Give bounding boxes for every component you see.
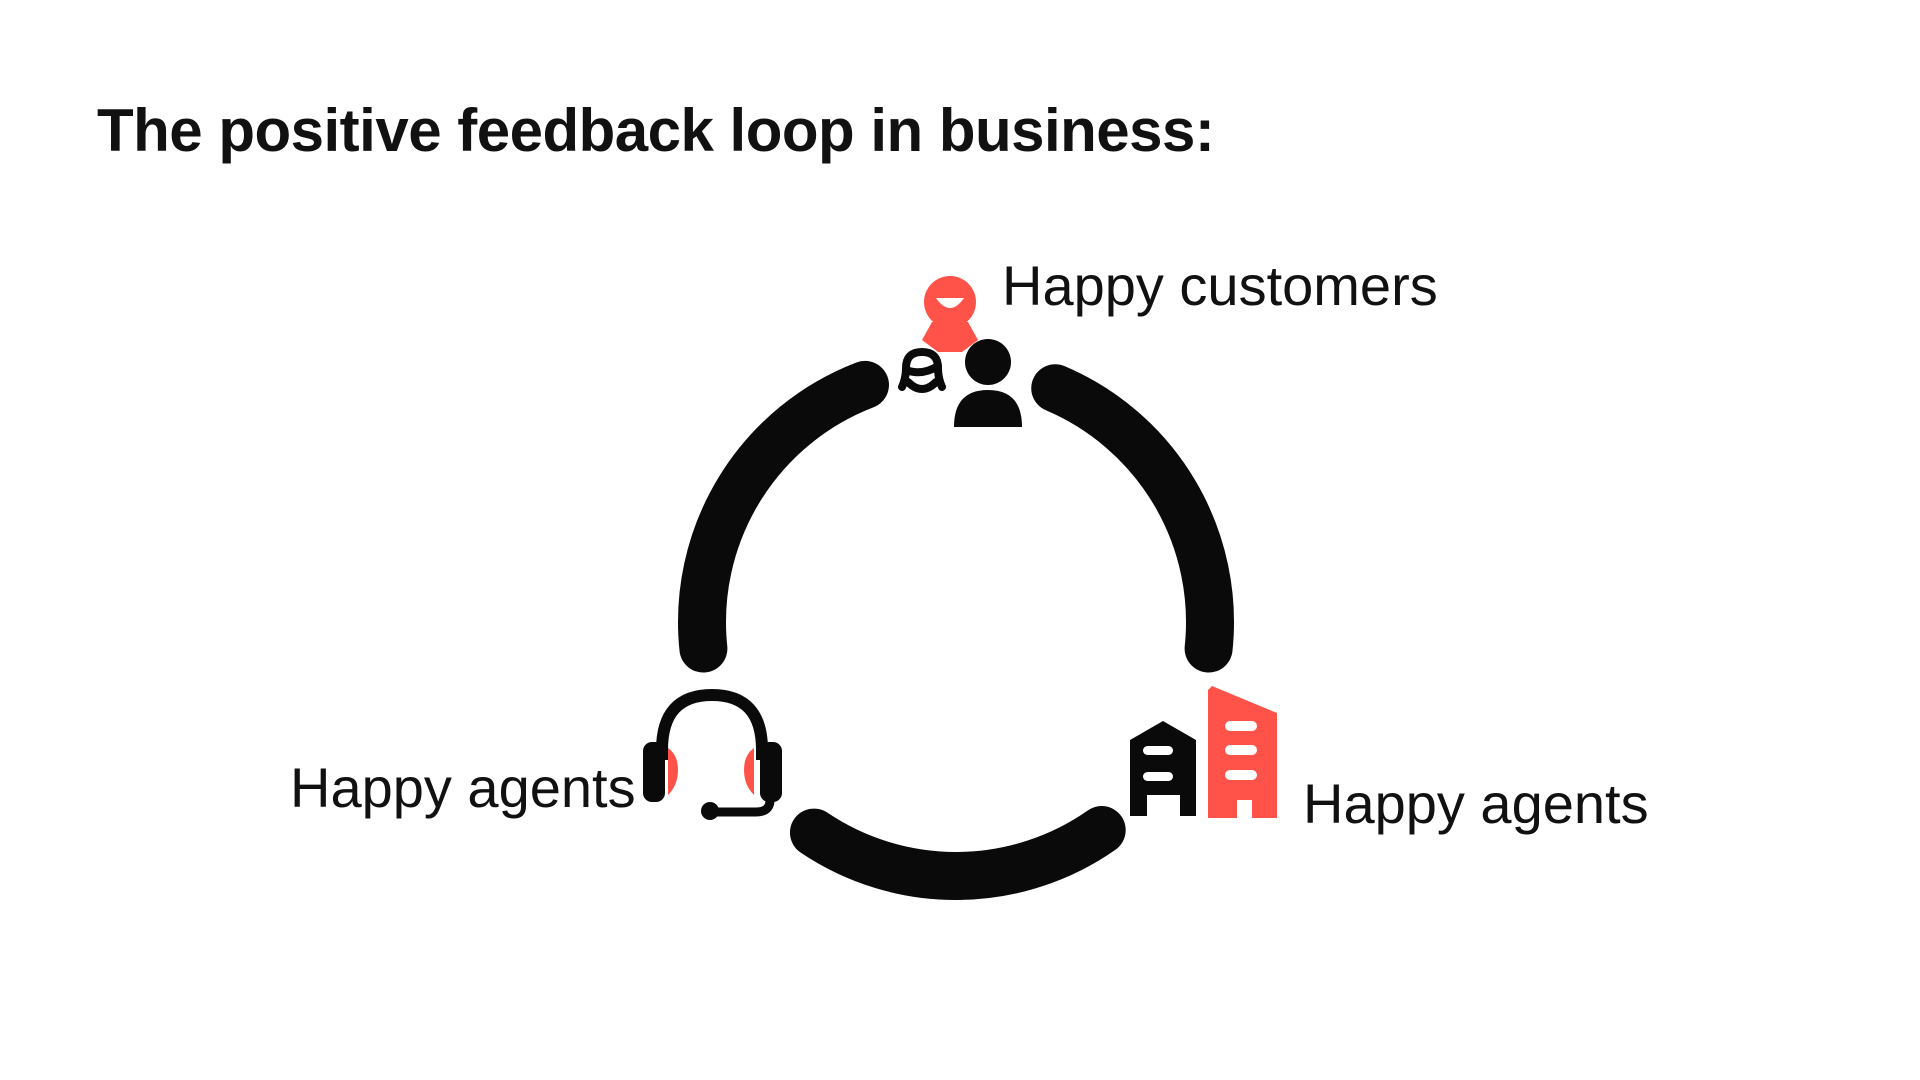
buildings-icon	[1130, 686, 1277, 818]
node-label-happy-customers: Happy customers	[1002, 254, 1438, 317]
loop-arc-bottom	[789, 806, 1126, 900]
node-label-happy-agents-right: Happy agents	[1303, 772, 1649, 835]
node-label-happy-agents-left: Happy agents	[290, 756, 636, 819]
loop-arc-right	[1031, 364, 1234, 673]
headset-icon	[643, 688, 782, 820]
customers-group-icon	[898, 276, 1022, 427]
loop-arc-left	[678, 360, 889, 673]
page-title: The positive feedback loop in business:	[97, 97, 1215, 164]
